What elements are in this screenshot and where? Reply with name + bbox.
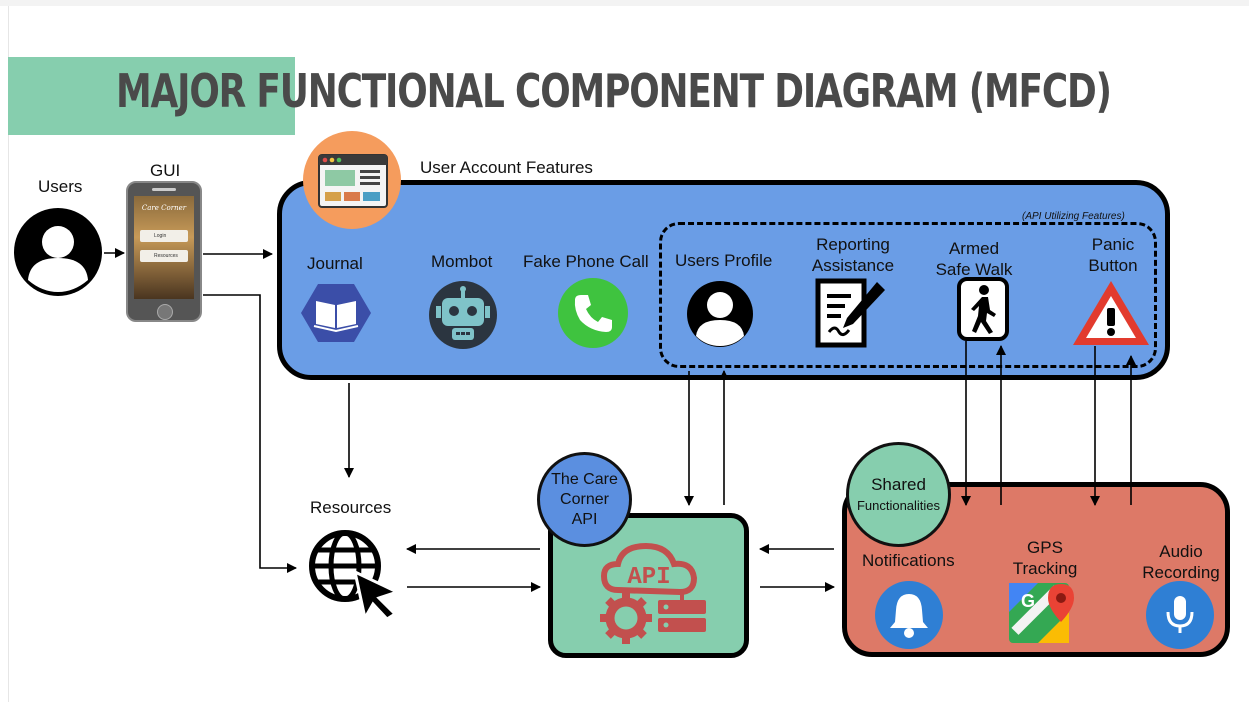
smartphone-icon: Care Corner Login Resources	[126, 181, 202, 322]
users-label: Users	[38, 177, 83, 196]
panic-button-label: Panic Button	[1078, 234, 1148, 276]
phone-resources-button: Resources	[140, 250, 188, 262]
microphone-icon	[1146, 581, 1214, 649]
audio-recording-label: Audio Recording	[1141, 541, 1221, 583]
bell-icon	[875, 581, 943, 649]
book-icon	[301, 284, 371, 342]
panic-button-line2: Button	[1088, 256, 1138, 275]
users-profile-label: Users Profile	[675, 251, 773, 270]
notifications-label: Notifications	[862, 551, 955, 570]
robot-icon	[429, 281, 497, 349]
user-profile-icon	[687, 281, 753, 347]
phone-screen-title: Care Corner	[141, 204, 187, 212]
browser-window-icon	[318, 154, 388, 208]
api-utilizing-features-label: (API Utilizing Features)	[1022, 211, 1125, 222]
globe-cursor-icon	[309, 530, 402, 620]
reporting-assistance-label: Reporting Assistance	[808, 234, 898, 276]
panic-button-line1: Panic	[1091, 235, 1135, 254]
armed-safe-walk-line2: Safe Walk	[935, 260, 1013, 279]
report-edit-icon	[815, 278, 885, 348]
gps-icon-letter: G	[1021, 591, 1035, 611]
phone-login-button: Login	[140, 230, 188, 242]
gps-tracking-line2: Tracking	[1012, 559, 1078, 578]
arrow-gui-to-resources	[203, 294, 297, 573]
armed-safe-walk-label: Armed Safe Walk	[934, 238, 1014, 280]
phone-icon	[558, 278, 628, 348]
resources-label: Resources	[310, 498, 392, 517]
top-border	[0, 0, 1249, 6]
title-accent-bar	[8, 57, 295, 135]
api-icon-text: API	[627, 564, 670, 591]
gps-tracking-line1: GPS	[1027, 538, 1063, 557]
shared-badge-line2: Functionalities	[856, 497, 941, 513]
shared-badge-line1: Shared	[871, 474, 926, 494]
shared-functionalities-badge: Shared Functionalities	[846, 442, 951, 547]
mombot-label: Mombot	[431, 252, 493, 271]
armed-safe-walk-line1: Armed	[948, 239, 1000, 258]
map-pin-icon: G	[1009, 583, 1074, 643]
reporting-assistance-line2: Assistance	[811, 256, 895, 275]
left-border	[8, 6, 9, 702]
api-cloud-gear-icon: API	[600, 542, 706, 644]
api-badge-line3: API	[571, 510, 598, 528]
user-account-features-box	[277, 180, 1170, 380]
reporting-assistance-line1: Reporting	[816, 235, 890, 254]
api-utilizing-features-region	[659, 222, 1157, 368]
api-badge-line2: Corner	[560, 490, 609, 508]
phone-screen: Care Corner Login Resources	[134, 196, 194, 299]
gui-label: GUI	[150, 161, 181, 180]
audio-recording-line2: Recording	[1142, 563, 1220, 582]
care-corner-api-badge: The Care Corner API	[537, 452, 632, 547]
page-title: MAJOR FUNCTIONAL COMPONENT DIAGRAM (MFCD…	[116, 64, 1112, 118]
warning-icon	[1073, 281, 1149, 345]
gps-tracking-label: GPS Tracking	[1008, 537, 1082, 579]
fake-phone-call-label: Fake Phone Call	[523, 252, 649, 271]
user-account-features-label: User Account Features	[420, 158, 593, 177]
audio-recording-line1: Audio	[1159, 542, 1203, 561]
user-avatar-icon	[14, 208, 102, 296]
api-badge-line1: The Care	[551, 470, 618, 488]
walking-person-icon	[957, 277, 1009, 341]
journal-label: Journal	[307, 254, 363, 273]
